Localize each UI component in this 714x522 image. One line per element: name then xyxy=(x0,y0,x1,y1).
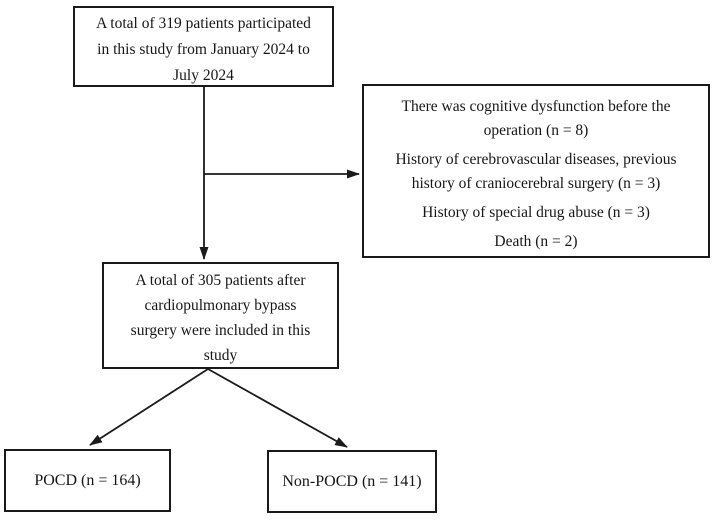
exclusions-box: There was cognitive dysfunction before t… xyxy=(362,84,710,258)
arrow-included-to-pocd xyxy=(89,368,209,446)
pocd-label: POCD (n = 164) xyxy=(34,471,141,489)
exclusion-line: There was cognitive dysfunction before t… xyxy=(401,98,671,115)
included-line: surgery were included in this xyxy=(130,322,311,339)
exclusion-line: History of cerebrovascular diseases, pre… xyxy=(395,151,677,168)
exclusion-item-death: Death (n = 2) xyxy=(370,230,702,254)
enrollment-line: July 2024 xyxy=(173,67,234,84)
enrollment-line: in this study from January 2024 to xyxy=(97,41,310,58)
exclusion-line: history of craniocerebral surgery (n = 3… xyxy=(411,175,661,192)
exclusion-item-cerebrovascular-history: History of cerebrovascular diseases, pre… xyxy=(370,148,702,196)
exclusion-line: History of special drug abuse (n = 3) xyxy=(422,204,650,221)
included-line: study xyxy=(203,347,238,364)
enrollment-box: A total of 319 patients participated in … xyxy=(73,6,334,87)
exclusion-item-drug-abuse: History of special drug abuse (n = 3) xyxy=(370,201,702,225)
non-pocd-label: Non-POCD (n = 141) xyxy=(282,472,422,490)
exclusion-line: operation (n = 8) xyxy=(483,122,589,139)
pocd-box: POCD (n = 164) xyxy=(4,449,171,512)
included-line: cardiopulmonary bypass xyxy=(144,297,297,314)
arrow-included-to-nonpocd xyxy=(207,368,348,448)
enrollment-line: A total of 319 patients participated xyxy=(96,15,311,32)
included-line: A total of 305 patients after xyxy=(135,272,306,289)
non-pocd-box: Non-POCD (n = 141) xyxy=(267,450,437,513)
exclusion-item-cognitive-dysfunction: There was cognitive dysfunction before t… xyxy=(370,95,702,143)
included-box: A total of 305 patients after cardiopulm… xyxy=(102,262,339,369)
exclusion-line: Death (n = 2) xyxy=(494,233,578,250)
